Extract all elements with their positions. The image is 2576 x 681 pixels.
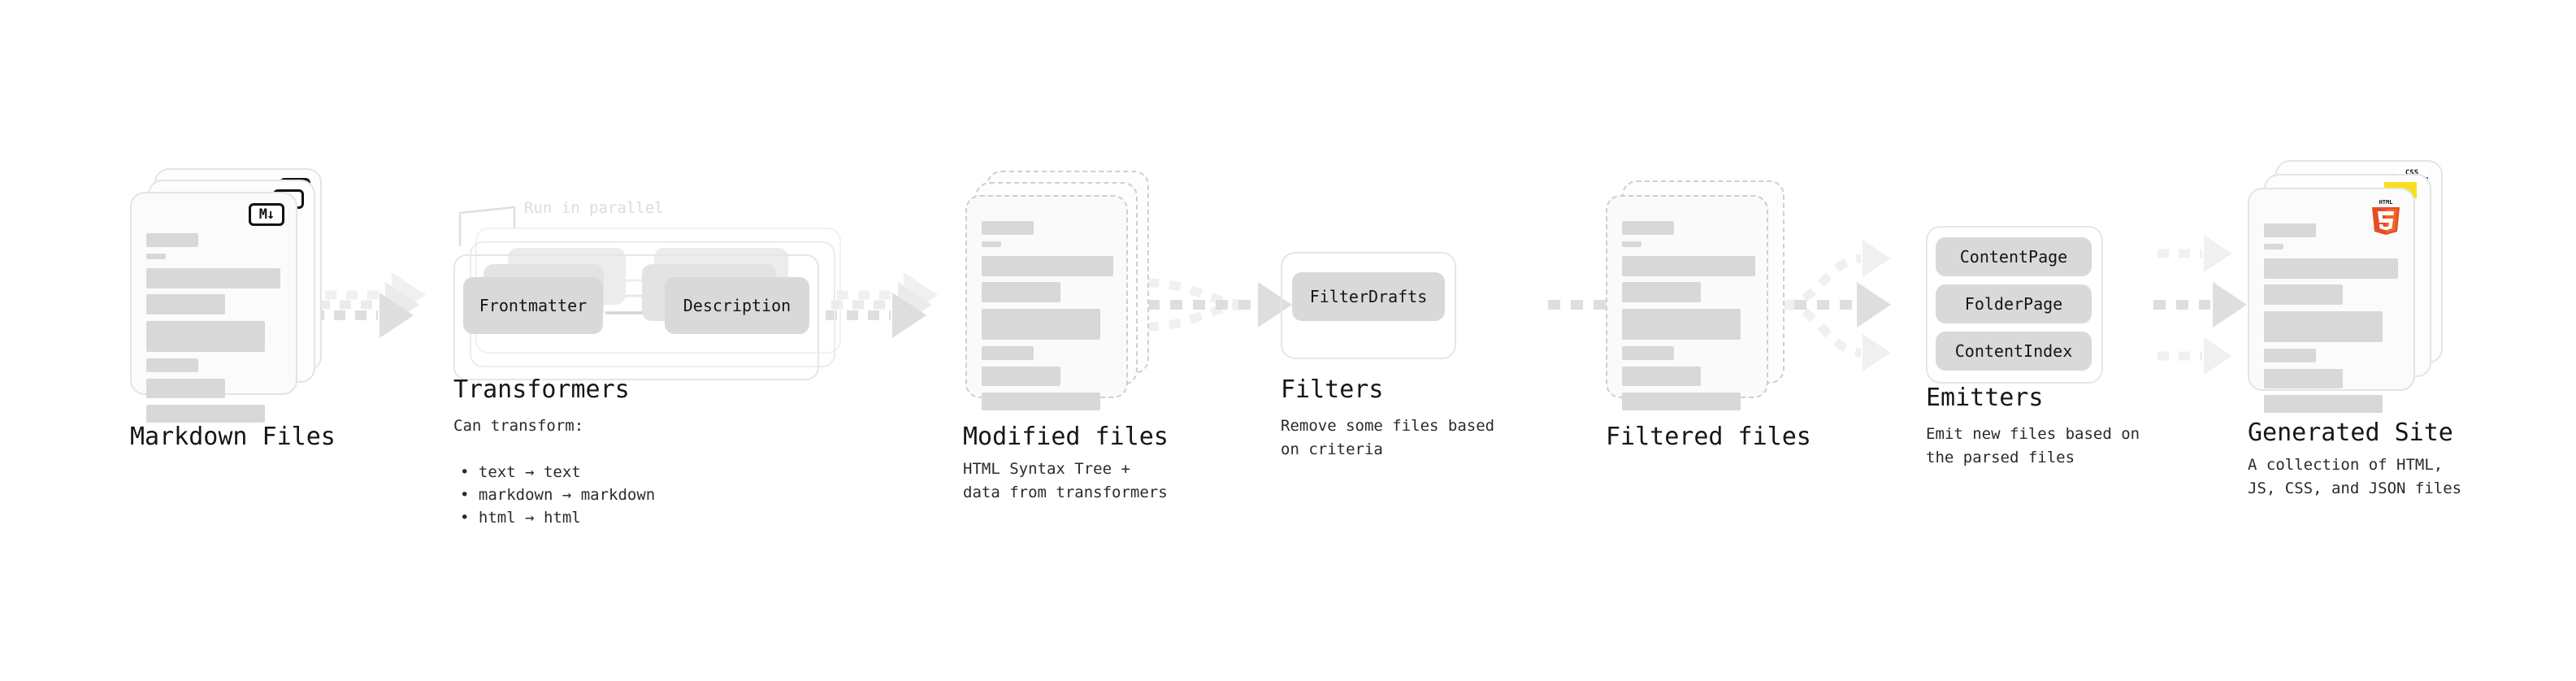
filtered-files-title: Filtered files	[1606, 423, 1811, 451]
skeleton-bar	[982, 393, 1100, 410]
bullet-text: text → text	[478, 462, 581, 481]
skeleton-bar	[2264, 223, 2316, 237]
markdown-badge-front: M↓	[249, 203, 284, 226]
skeleton-bar	[2264, 395, 2383, 413]
skeleton-bar	[146, 294, 225, 314]
skeleton-bar	[982, 241, 1001, 247]
arrow-modified-to-filters	[1147, 278, 1292, 332]
transformers-bullet-0: • text → text	[460, 437, 581, 484]
skeleton-bar	[982, 346, 1034, 360]
filter-node-filterdrafts[interactable]: FilterDrafts	[1292, 272, 1445, 321]
markdown-card-front: M↓	[130, 192, 297, 423]
arrow-filtered-to-emitters	[1772, 240, 1891, 371]
skeleton-bar	[982, 256, 1113, 276]
skeleton-bar	[1622, 241, 1641, 247]
skeleton-bar	[146, 254, 166, 259]
generated-site-subtitle: A collection of HTML, JS, CSS, and JSON …	[2248, 456, 2462, 497]
skeleton-bar	[1622, 346, 1674, 360]
html5-icon: HTML	[2372, 199, 2400, 235]
transformers-bullet-2: • html → html	[460, 483, 581, 530]
bullet-dot: •	[460, 462, 479, 481]
modified-files-subtitle: HTML Syntax Tree + data from transformer…	[963, 460, 1168, 501]
filtered-card-front	[1606, 195, 1768, 410]
modified-card-front	[965, 195, 1128, 410]
skeleton-bar	[2264, 284, 2343, 305]
skeleton-bar	[2264, 311, 2383, 342]
skeleton-bar	[1622, 393, 1741, 410]
arrow-emitters-to-site	[2153, 235, 2247, 375]
emitters-subtitle: Emit new files based on the parsed files	[1926, 425, 2140, 466]
bullet-dot: •	[460, 508, 479, 527]
skeleton-bar	[1622, 367, 1701, 386]
arrow-transformers-to-modified	[826, 272, 938, 338]
transformer-container-front	[453, 254, 819, 380]
skeleton-bar	[1622, 256, 1755, 276]
bullet-dot: •	[460, 485, 479, 504]
skeleton-bar	[2264, 369, 2343, 388]
bullet-text: html → html	[478, 508, 581, 527]
skeleton-bar	[146, 358, 198, 372]
skeleton-bar	[146, 405, 265, 423]
arrow-markdown-to-transformers	[313, 272, 426, 338]
generated-site-title: Generated Site	[2248, 419, 2453, 447]
emitter-node-contentpage[interactable]: ContentPage	[1936, 237, 2092, 276]
filters-title: Filters	[1281, 375, 1384, 404]
transformer-node-description[interactable]: Description	[665, 277, 809, 334]
skeleton-bar	[982, 221, 1034, 235]
skeleton-bar	[146, 268, 280, 288]
skeleton-bar	[2264, 349, 2316, 362]
skeleton-bar	[146, 379, 225, 398]
skeleton-bar	[1622, 309, 1741, 340]
skeleton-bar	[1622, 221, 1674, 235]
modified-files-title: Modified files	[963, 423, 1169, 451]
skeleton-bar	[146, 321, 265, 352]
filters-container	[1281, 252, 1456, 359]
site-card-html: HTML	[2248, 188, 2415, 413]
transformers-title: Transformers	[453, 375, 630, 404]
run-in-parallel-label: Run in parallel	[524, 199, 664, 217]
skeleton-bar	[1622, 282, 1701, 302]
skeleton-bar	[982, 282, 1060, 302]
transformers-subtitle: Can transform:	[453, 417, 584, 435]
emitters-title: Emitters	[1926, 384, 2044, 412]
skeleton-bar	[146, 233, 198, 247]
emitter-node-folderpage[interactable]: FolderPage	[1936, 284, 2092, 323]
skeleton-bar	[2264, 258, 2398, 279]
filters-subtitle: Remove some files based on criteria	[1281, 417, 1495, 458]
skeleton-bar	[2264, 244, 2283, 249]
emitters-container	[1926, 226, 2103, 384]
svg-text:HTML: HTML	[2379, 199, 2393, 206]
transformers-bullet-1: • markdown → markdown	[460, 460, 655, 507]
markdown-files-title: Markdown Files	[130, 423, 336, 451]
skeleton-bar	[982, 309, 1100, 340]
emitter-node-contentindex[interactable]: ContentIndex	[1936, 332, 2092, 371]
transformer-node-frontmatter[interactable]: Frontmatter	[463, 277, 603, 334]
bullet-text: markdown → markdown	[478, 485, 656, 504]
skeleton-bar	[982, 367, 1060, 386]
